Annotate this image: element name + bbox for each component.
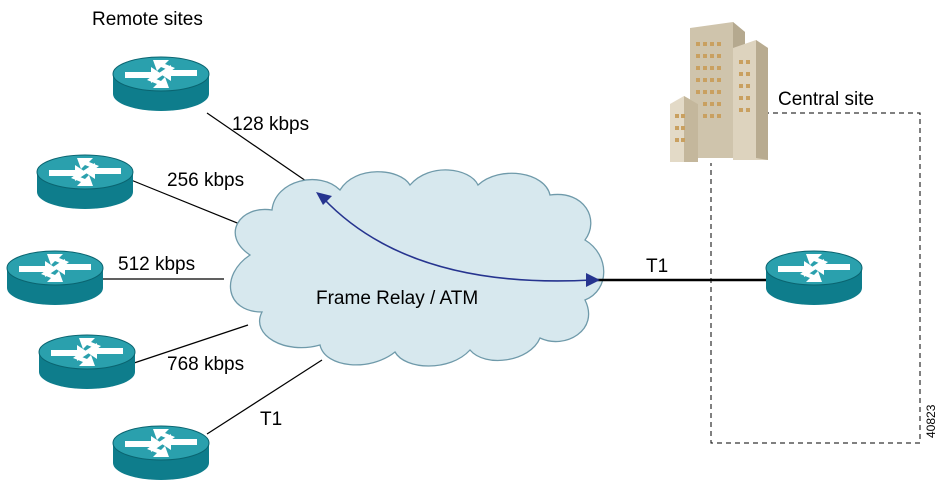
remote-router-1 (112, 56, 210, 112)
central-site-label: Central site (778, 89, 874, 110)
virtual-circuit-arrow (316, 192, 600, 287)
link-label-2: 256 kbps (167, 170, 244, 191)
remote-router-3 (6, 250, 104, 306)
remote-sites-title: Remote sites (92, 9, 203, 30)
link-line-4 (133, 324, 249, 364)
link-label-3: 512 kbps (118, 254, 195, 275)
link-line-5 (206, 359, 323, 435)
central-site-boundary (710, 112, 921, 444)
cloud-label: Frame Relay / ATM (316, 288, 478, 309)
central-router (765, 250, 863, 306)
remote-router-2 (36, 154, 134, 210)
link-label-1: 128 kbps (232, 114, 309, 135)
link-label-4: 768 kbps (167, 354, 244, 375)
figure-number: 40823 (924, 404, 938, 438)
frame-relay-cloud (229, 169, 605, 367)
remote-router-4 (38, 334, 136, 390)
link-line-1 (206, 112, 323, 193)
link-label-5: T1 (260, 409, 282, 430)
central-t1-label: T1 (646, 256, 668, 277)
central-site-building-icon (670, 22, 768, 162)
remote-router-5 (112, 425, 210, 481)
